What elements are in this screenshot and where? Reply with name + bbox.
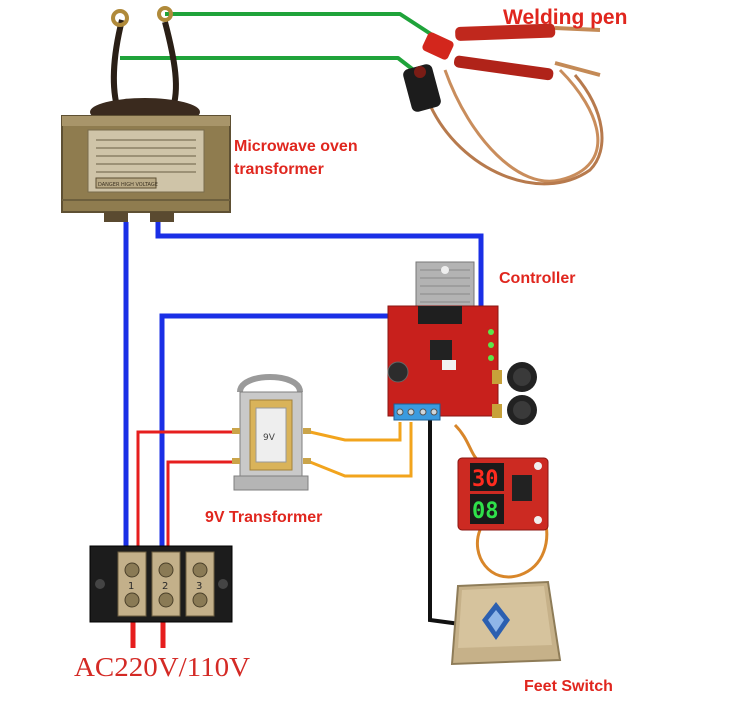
terminal-mount-left xyxy=(95,579,105,589)
pen-cable-loop xyxy=(443,68,600,183)
pcb-capacitor xyxy=(387,361,409,383)
foot-switch[interactable] xyxy=(450,580,562,666)
terminal-mount-right xyxy=(218,579,228,589)
pedal-logo-inner xyxy=(488,610,504,632)
welding-pen xyxy=(403,23,604,186)
pcb-connector xyxy=(442,360,456,370)
controller-label: Controller xyxy=(499,270,575,287)
feet-switch-label: Feet Switch xyxy=(524,678,613,695)
transformer-9v-label: 9V Transformer xyxy=(205,509,322,526)
red-wire-left xyxy=(136,430,250,562)
mot-core-shade xyxy=(62,116,230,126)
pcb-terminal-block xyxy=(393,403,441,421)
display-mount-2 xyxy=(534,516,542,524)
knob-bottom[interactable] xyxy=(492,395,537,425)
tx9-base xyxy=(233,475,309,491)
yellow-wire-bottom xyxy=(309,422,413,478)
terminal-screws-ac xyxy=(124,562,208,608)
mot-foot-right xyxy=(150,212,174,222)
welding-pen-label: Welding pen xyxy=(503,6,627,29)
black-wire xyxy=(428,420,461,626)
pen-plug-black xyxy=(403,64,441,112)
mot-label-line2: transformer xyxy=(234,161,324,178)
display-top-value: 30 xyxy=(472,467,499,492)
mot-label-lines xyxy=(96,139,196,173)
green-wire-top xyxy=(165,12,442,42)
status-led-1 xyxy=(488,329,494,335)
tx9-plate-text: 9V xyxy=(263,433,276,443)
display-bottom-window xyxy=(470,494,504,524)
terminal-number-3: 3 xyxy=(196,581,202,592)
display-mount-1 xyxy=(534,462,542,470)
microwave-oven-transformer: DANGER HIGH VOLTAGE xyxy=(61,6,231,222)
pen-tip-top xyxy=(554,26,601,32)
mot-foot-left xyxy=(104,212,128,222)
tx9-plate xyxy=(255,407,287,463)
status-led-3 xyxy=(488,355,494,361)
mot-lead-left xyxy=(110,19,125,111)
red-wires xyxy=(130,430,250,648)
pen-body-top xyxy=(455,23,556,41)
pcb-chip xyxy=(430,340,452,360)
display-top-window xyxy=(470,463,504,491)
pcb-mosfet xyxy=(418,306,462,324)
mot-plate-text: DANGER HIGH VOLTAGE xyxy=(98,182,158,188)
display-chip xyxy=(512,475,532,501)
mot-lead-right xyxy=(162,21,179,112)
yellow-wire-top xyxy=(309,422,402,442)
yellow-wires xyxy=(309,422,413,478)
pen-cable-loop-2 xyxy=(428,74,604,186)
orange-cable xyxy=(453,423,481,464)
red-wire-right xyxy=(166,460,250,562)
ac-supply-label: AC220V/110V xyxy=(74,652,251,682)
pen-plug-ring xyxy=(414,66,426,78)
terminal-number-2: 2 xyxy=(162,581,168,592)
terminal-block: 1 2 3 xyxy=(89,545,233,623)
pen-body-bottom xyxy=(453,55,554,81)
green-wire-bottom xyxy=(120,56,422,77)
display-bottom-value: 08 xyxy=(472,499,499,524)
status-led-2 xyxy=(488,342,494,348)
display-module: 30 08 xyxy=(457,457,549,531)
pen-plug-red xyxy=(422,32,454,60)
knob-top[interactable] xyxy=(492,362,537,392)
terminal-number-1: 1 xyxy=(128,581,134,592)
pen-tip-bottom xyxy=(554,61,601,77)
lug-right xyxy=(157,6,173,22)
tx9-bracket xyxy=(237,374,303,393)
terminal-screws xyxy=(396,408,438,416)
transformer-9v: 9V xyxy=(232,374,311,491)
pedal-cable xyxy=(475,519,549,579)
lug-left xyxy=(111,9,129,27)
mot-label-line1: Microwave oven xyxy=(234,138,358,155)
blue-wire-mot-to-controller xyxy=(155,222,484,330)
controller-board xyxy=(387,261,537,425)
heatsink-hole xyxy=(441,266,449,274)
tx9-pins xyxy=(232,428,311,464)
mot-danger-box xyxy=(95,177,157,189)
